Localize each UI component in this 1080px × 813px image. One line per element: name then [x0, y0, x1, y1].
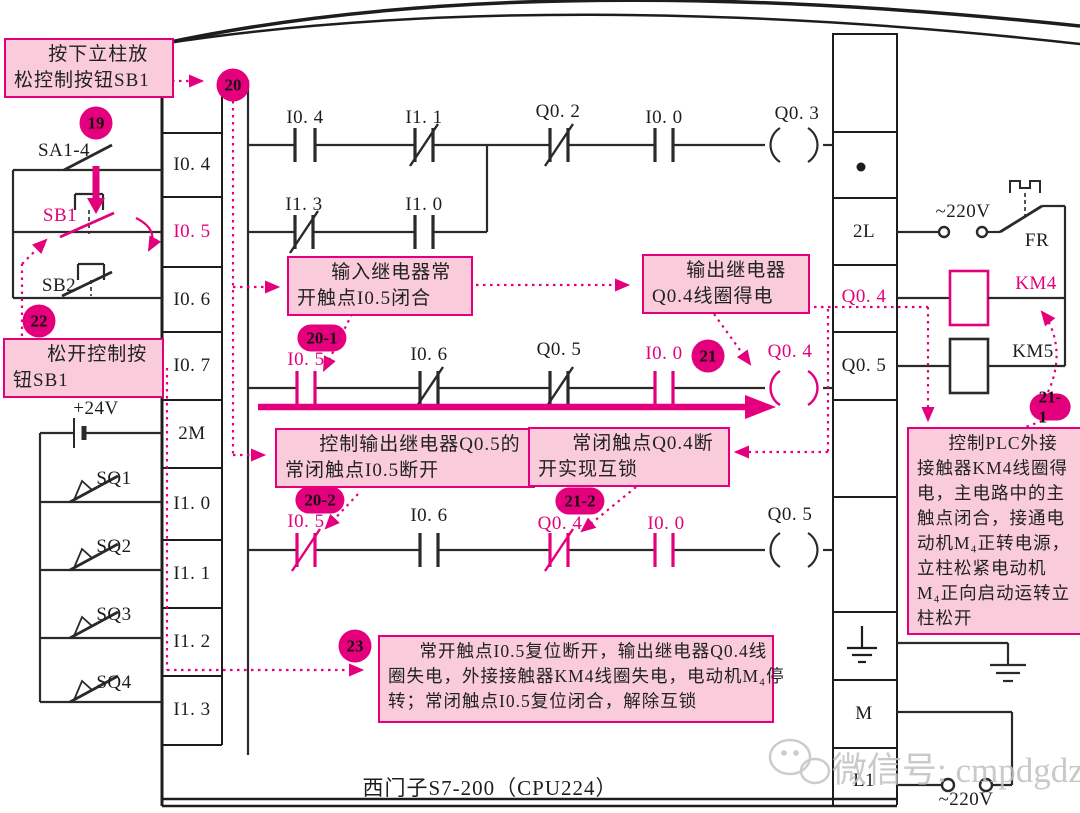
badge-22: 22: [22, 304, 56, 338]
common-terminal-dot: [856, 162, 866, 172]
pe-wire: [897, 641, 1010, 665]
label-r2-coil-q04: Q0. 4: [767, 341, 813, 362]
label-r1b-i10: I1. 0: [405, 194, 443, 215]
badge-20: 20: [216, 68, 250, 102]
callout-input-relay: 输入继电器常 开触点I0.5闭合: [287, 256, 473, 316]
label-24v: +24V: [73, 398, 119, 419]
label-r1-q02: Q0. 2: [535, 101, 581, 122]
badge-21-1: 21-1: [1029, 387, 1071, 426]
terminal-i06: I0. 6: [173, 289, 211, 310]
sa14-blade: [63, 143, 113, 172]
label-km4: KM4: [1015, 273, 1057, 294]
power-flow-arrow: [258, 395, 776, 419]
watermark-text: 微信号: cmpdgdz: [832, 750, 1080, 790]
label-sb1: SB1: [42, 205, 78, 226]
label-r2-i05: I0. 5: [287, 349, 325, 370]
sq3-lever-icon: [72, 615, 94, 639]
earth-ground-icon: [990, 663, 1026, 683]
coil-Q04-pink: [769, 369, 781, 407]
km4-coil: [948, 269, 990, 327]
coil-Q03: [769, 127, 781, 163]
plc-model-title: 西门子S7-200（CPU224）: [362, 776, 618, 800]
right-field-devices: [897, 180, 1067, 793]
terminal-2l: 2L: [852, 221, 876, 242]
sb1-pushbutton-cap: [73, 192, 105, 234]
label-sq1: SQ1: [96, 468, 132, 489]
m-wire: [897, 710, 1014, 787]
sb1-blade-pink: [59, 211, 115, 239]
label-r3-i00: I0. 0: [647, 513, 685, 534]
terminal-i11: I1. 1: [173, 563, 211, 584]
fr-contact-blade: [999, 204, 1043, 234]
label-r1b-i13: I1. 3: [285, 194, 323, 215]
callout-press-sb1: 按下立柱放 松控制按钮SB1: [4, 38, 174, 98]
km5-coil: [948, 337, 990, 395]
label-r1-i04: I0. 4: [286, 107, 324, 128]
ground-icon: [847, 626, 877, 664]
closing-motion-arrow: [135, 217, 162, 252]
badge-20-2: 20-2: [295, 486, 345, 514]
sq1-lever-icon: [72, 479, 94, 503]
label-r3-i05: I0. 5: [287, 511, 325, 532]
callout-reset-release: 常开触点I0.5复位断开，输出继电器Q0.4线 圈失电，外接接触器KM4线圈失电…: [378, 635, 784, 723]
label-sq3: SQ3: [96, 604, 132, 625]
badge-20-1: 20-1: [297, 324, 347, 352]
annotation-paths: [20, 74, 1058, 677]
sb2-pushbutton-cap: [76, 262, 106, 296]
sq2-lever-icon: [72, 547, 94, 571]
label-220v-bottom: ~220V: [938, 789, 994, 810]
label-220v-top: ~220V: [935, 201, 991, 222]
label-r2-i06: I0. 6: [410, 344, 448, 365]
fr-reset-icon: [1009, 180, 1041, 218]
label-r3-q04: Q0. 4: [537, 513, 583, 534]
badge-19: 19: [79, 106, 113, 140]
input-terminal-column: [162, 80, 223, 746]
terminal-2m: 2M: [178, 423, 206, 444]
wechat-icon: [768, 738, 831, 785]
energized-contacts: [291, 369, 819, 572]
label-sq4: SQ4: [96, 672, 132, 693]
label-sa1-4: SA1-4: [37, 140, 91, 161]
label-r1-i00: I0. 0: [645, 107, 683, 128]
terminal-l1: L1: [852, 770, 876, 791]
badge-21-2: 21-2: [555, 487, 605, 515]
callout-output-relay: 输出继电器 Q0.4线圈得电: [642, 254, 810, 314]
watermark: 微信号: cmpdgdz: [762, 732, 1080, 802]
output-terminal-column: [832, 33, 898, 805]
label-sb2: SB2: [41, 275, 77, 296]
terminal-q04: Q0. 4: [841, 286, 887, 307]
supply-terminal-icon: [975, 225, 989, 239]
badge-21: 21: [691, 339, 725, 373]
label-r3-coil-q05: Q0. 5: [767, 504, 813, 525]
label-r1-coil-q03: Q0. 3: [774, 103, 820, 124]
sq4-lever-icon: [72, 679, 94, 703]
terminal-q05: Q0. 5: [841, 355, 887, 376]
coil-Q05: [769, 532, 781, 568]
terminal-i13: I1. 3: [173, 699, 211, 720]
supply-terminal-icon: [937, 225, 951, 239]
terminal-i10: I1. 0: [173, 493, 211, 514]
label-sq2: SQ2: [96, 536, 132, 557]
terminal-i05: I0. 5: [173, 221, 211, 242]
label-fr: FR: [1024, 230, 1050, 251]
label-km5: KM5: [1012, 341, 1054, 362]
label-r1-i11: I1. 1: [405, 107, 443, 128]
callout-q05-interlock: 控制输出继电器Q0.5的 常闭触点I0.5断开: [275, 428, 535, 488]
badge-23: 23: [338, 629, 372, 663]
sb1-press-indicator: [59, 166, 162, 252]
ladder-rungs: [246, 80, 833, 755]
terminal-i04: I0. 4: [173, 154, 211, 175]
terminal-i07: I0. 7: [173, 355, 211, 376]
terminal-m: M: [855, 703, 873, 724]
label-r3-i06: I0. 6: [410, 505, 448, 526]
callout-km4-action: 控制PLC外接 接触器KM4线圈得 电，主电路中的主 触点闭合，接通电 动机M₄…: [907, 427, 1080, 635]
callout-release-sb1: 松开控制按 钮SB1: [3, 338, 164, 398]
supply-terminal-icon: [978, 777, 994, 793]
label-r2-q05: Q0. 5: [536, 339, 582, 360]
left-field-devices: [11, 143, 162, 704]
terminal-i12: I1. 2: [173, 631, 211, 652]
callout-q04-interlock: 常闭触点Q0.4断 开实现互锁: [528, 427, 730, 487]
label-r2-i00: I0. 0: [645, 343, 683, 364]
